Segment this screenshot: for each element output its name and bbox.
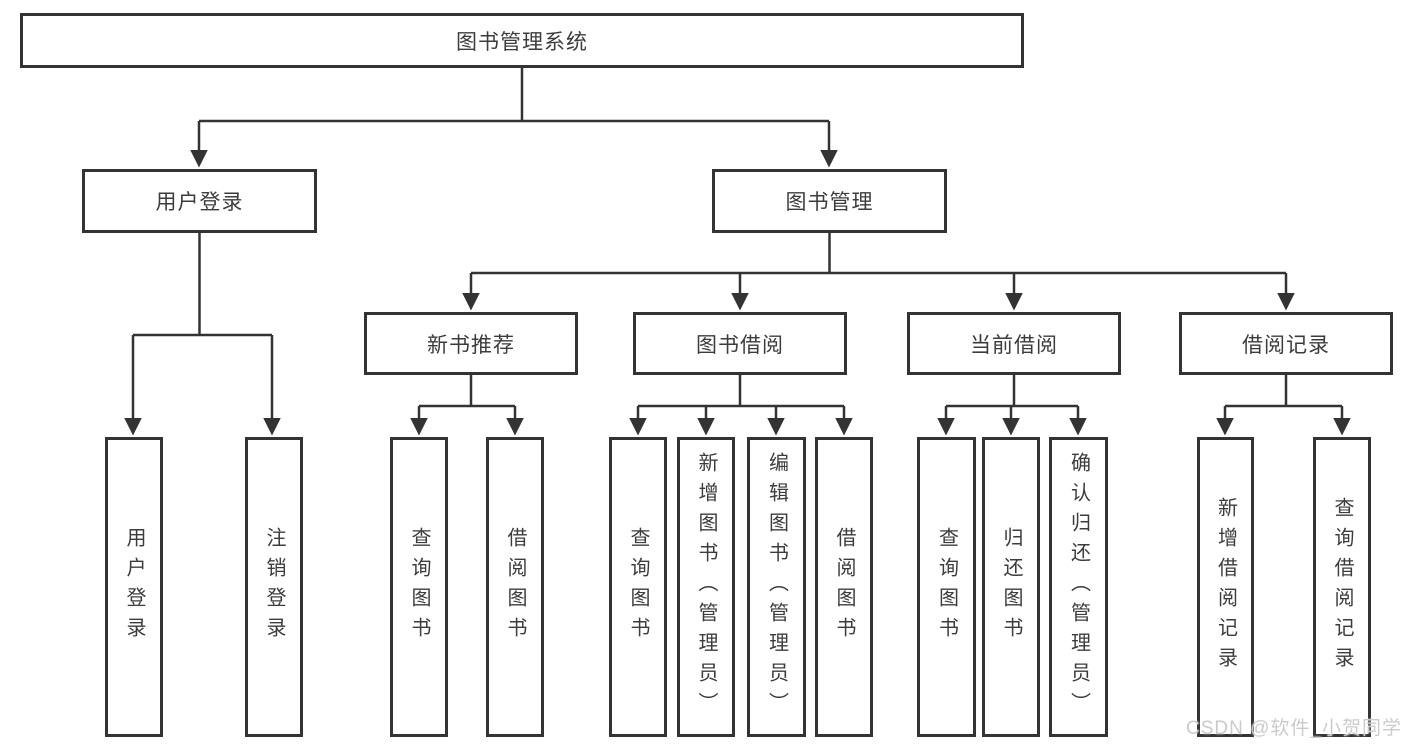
node-user-login: 用户登录: [82, 169, 317, 233]
node-label: 图书管理: [785, 191, 874, 214]
csdn-watermark: CSDN @软件_小贺同学: [1186, 718, 1402, 739]
node-new-book-recommendation: 新书推荐: [364, 312, 578, 375]
leaf-query-borrow-record: 查询借阅记录: [1313, 437, 1371, 737]
node-label: 查询图书: [627, 527, 649, 647]
node-label: 查询图书: [408, 527, 430, 647]
leaf-query-books-borrowing: 查询图书: [609, 437, 667, 737]
node-borrowing-records: 借阅记录: [1179, 312, 1393, 375]
leaf-borrow-books: 借阅图书: [815, 437, 873, 737]
node-label: 图书借阅: [696, 333, 784, 357]
leaf-return-book: 归还图书: [982, 437, 1040, 737]
leaf-add-borrow-record: 新增借阅记录: [1197, 437, 1254, 737]
node-library-management-system: 图书管理系统: [20, 13, 1024, 68]
node-current-borrowing: 当前借阅: [907, 312, 1121, 375]
node-label: 编辑图书（管理员）: [765, 452, 788, 722]
node-book-management: 图书管理: [712, 169, 947, 233]
node-label: 注销登录: [263, 527, 285, 647]
node-label: 图书管理系统: [456, 30, 588, 54]
node-label: 查询借阅记录: [1331, 497, 1353, 677]
node-label: 新增借阅记录: [1214, 497, 1237, 677]
leaf-add-book-admin: 新增图书（管理员）: [677, 437, 735, 737]
leaf-borrow-books-recommend: 借阅图书: [486, 437, 544, 737]
leaf-edit-book-admin: 编辑图书（管理员）: [747, 437, 806, 737]
node-label: 当前借阅: [970, 333, 1058, 357]
node-label: 用户登录: [123, 527, 145, 647]
leaf-confirm-return-admin: 确认归还（管理员）: [1049, 437, 1108, 737]
node-label: 新增图书（管理员）: [695, 452, 717, 722]
node-label: 借阅图书: [833, 527, 855, 647]
node-label: 新书推荐: [427, 333, 515, 357]
node-book-borrowing: 图书借阅: [633, 312, 847, 375]
node-label: 借阅记录: [1242, 333, 1330, 357]
node-label: 借阅图书: [504, 527, 526, 647]
node-label: 归还图书: [1000, 527, 1022, 647]
leaf-query-books-recommend: 查询图书: [390, 437, 448, 737]
leaf-logout: 注销登录: [245, 437, 303, 737]
node-label: 查询图书: [935, 527, 958, 647]
leaf-query-books-current: 查询图书: [917, 437, 976, 737]
node-label: 确认归还（管理员）: [1067, 452, 1090, 722]
node-label: 用户登录: [155, 191, 244, 214]
leaf-user-login: 用户登录: [105, 437, 163, 737]
